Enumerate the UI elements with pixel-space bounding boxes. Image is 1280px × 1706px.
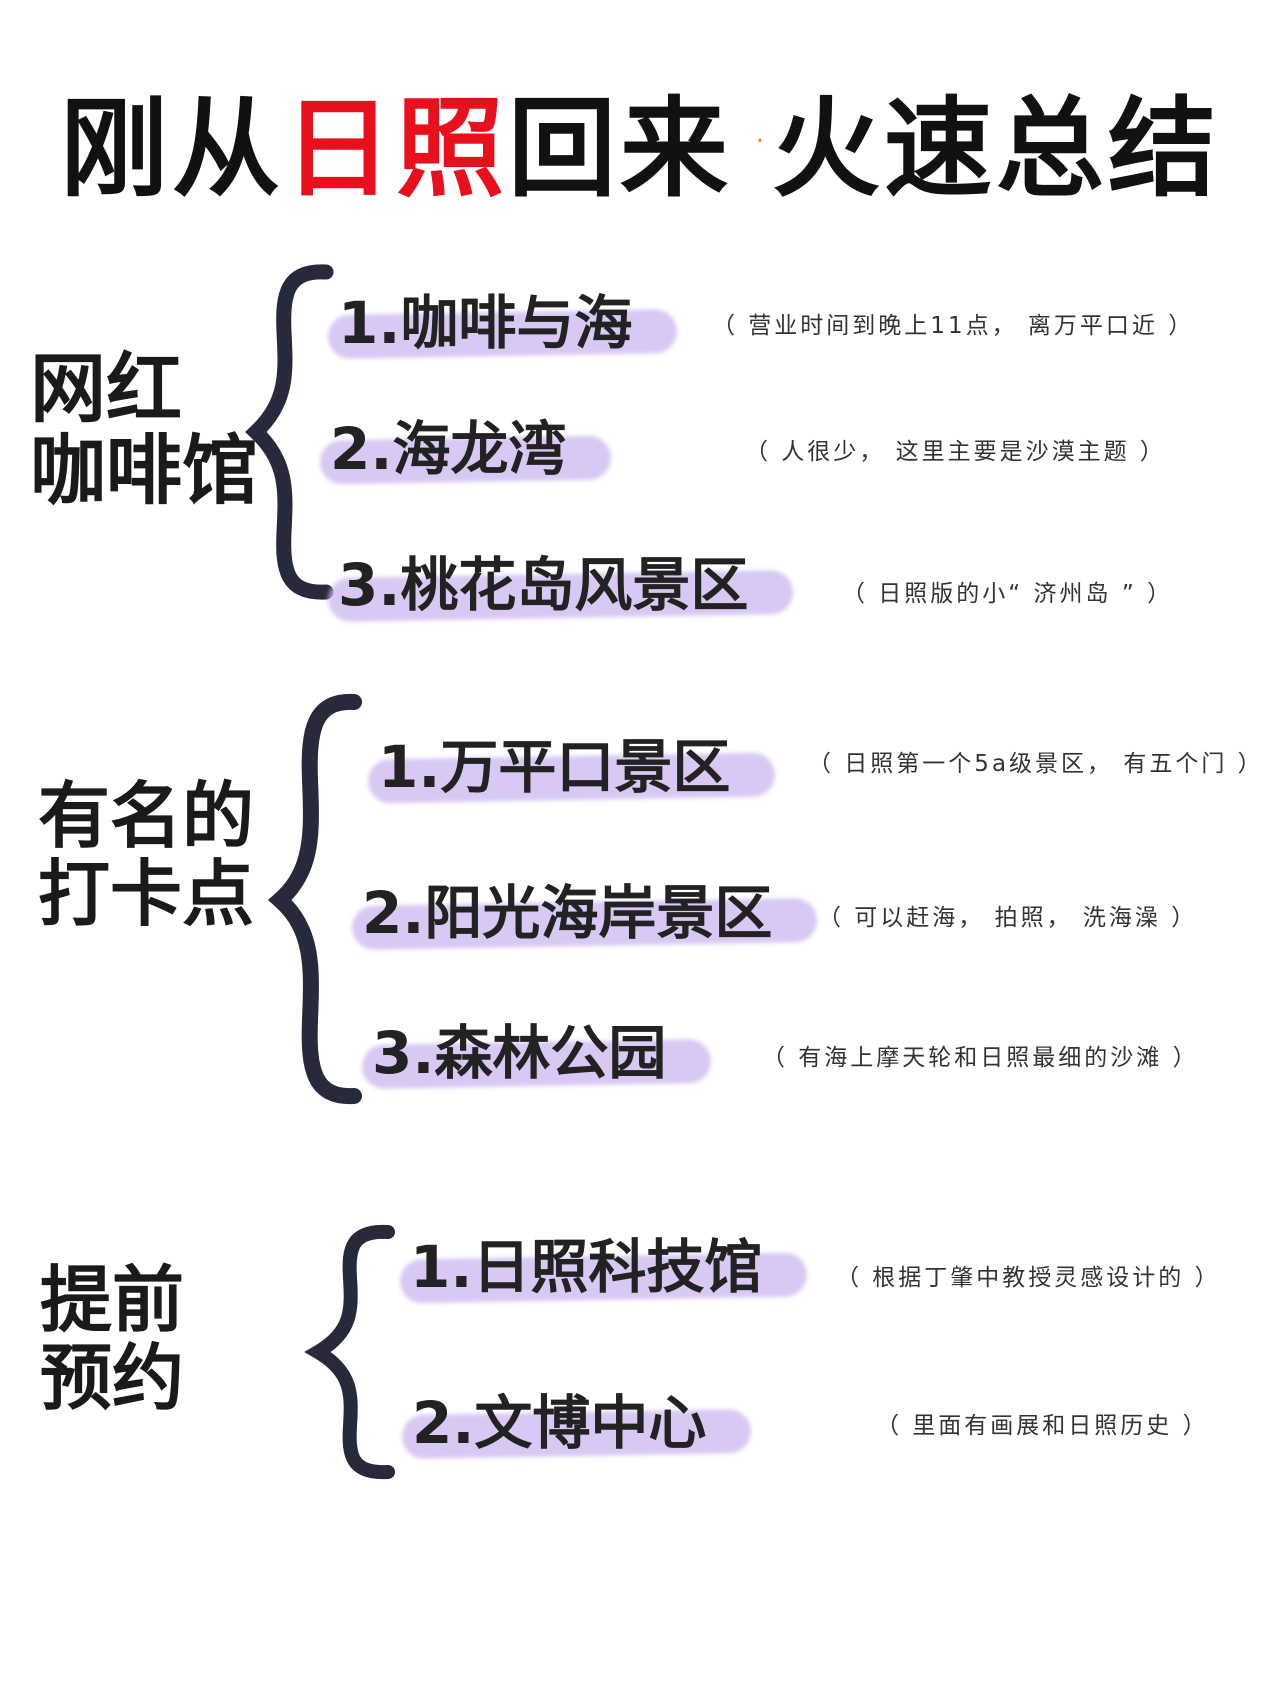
list-item: 2.海龙湾 — [319, 404, 612, 494]
item-label: 3.森林公园 — [372, 1019, 667, 1087]
title-highlight: 日照 — [284, 87, 509, 212]
category-line2: 打卡点 — [38, 851, 255, 936]
item-label: 3.桃花岛风景区 — [338, 551, 749, 619]
category-line2: 预约 — [40, 1335, 185, 1420]
list-item: 1.日照科技馆 — [399, 1222, 808, 1312]
category-line1: 提前 — [40, 1258, 185, 1342]
title-part2: 回来 — [508, 87, 733, 212]
category-line2: 咖啡馆 — [30, 426, 258, 516]
category-label: 有名的 打卡点 — [38, 774, 255, 936]
list-item: 2.文博中心 — [401, 1378, 752, 1468]
brace-icon — [245, 264, 334, 600]
page-title: 刚从 日照 回来 火速总结 — [60, 60, 1220, 220]
category-line1: 网红 — [30, 344, 182, 433]
category-label: 网红 咖啡馆 — [30, 344, 258, 516]
category-line1: 有名的 — [38, 774, 255, 858]
item-label: 2.文博中心 — [412, 1389, 707, 1457]
item-note: （ 日照版的小“ 济州岛 ” ） — [842, 581, 1174, 607]
item-label: 1.万平口景区 — [378, 733, 731, 801]
title-part3: 火速总结 — [771, 87, 1220, 212]
item-label: 2.海龙湾 — [330, 415, 567, 483]
fire-icon — [758, 137, 762, 143]
item-note: （ 日照第一个5a级景区， 有五个门 ） — [808, 751, 1264, 777]
list-item: 3.桃花岛风景区 — [327, 540, 794, 630]
item-note: （ 有海上摩天轮和日照最细的沙滩 ） — [762, 1045, 1199, 1071]
list-item: 3.森林公园 — [361, 1008, 712, 1098]
brace-icon — [304, 1224, 395, 1480]
category-label: 提前 预约 — [40, 1258, 185, 1420]
item-label: 1.咖啡与海 — [338, 289, 633, 357]
list-item: 1.万平口景区 — [367, 722, 776, 812]
item-note: （ 营业时间到晚上11点， 离万平口近 ） — [712, 313, 1195, 339]
list-item: 2.阳光海岸景区 — [351, 868, 818, 958]
item-note: （ 里面有画展和日照历史 ） — [876, 1413, 1209, 1439]
item-label: 1.日照科技馆 — [410, 1233, 763, 1301]
title-part1: 刚从 — [60, 87, 285, 212]
item-note: （ 根据丁肇中教授灵感设计的 ） — [836, 1265, 1221, 1291]
list-item: 1.咖啡与海 — [327, 278, 678, 368]
item-note: （ 可以赶海， 拍照， 洗海澡 ） — [818, 905, 1198, 931]
item-label: 2.阳光海岸景区 — [362, 879, 773, 947]
item-note: （ 人很少， 这里主要是沙漠主题 ） — [745, 439, 1166, 465]
brace-icon — [267, 693, 362, 1105]
